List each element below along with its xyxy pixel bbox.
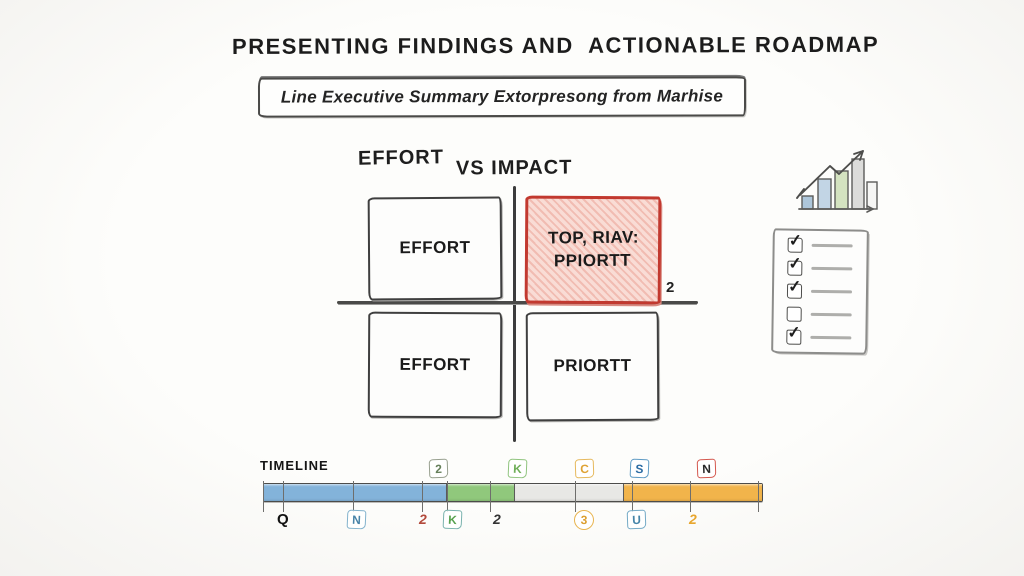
- timeline-marker-below-2-2: 2: [419, 511, 427, 527]
- timeline-marker-below-u-6: U: [626, 509, 647, 530]
- timeline-bar: [263, 483, 763, 502]
- timeline-marker-below-q-0: Q: [277, 511, 289, 528]
- quadrant-label: PRIORTT: [553, 355, 632, 376]
- timeline-tick: [283, 481, 285, 512]
- checked-checkbox-icon: ✓: [787, 255, 802, 276]
- checklist-row: ✓: [786, 324, 865, 346]
- check-mark-icon: ✓: [787, 255, 803, 274]
- growth-chart-bar: [851, 158, 865, 210]
- checked-checkbox-icon: ✓: [786, 278, 802, 299]
- timeline-marker-above-s-3: S: [629, 458, 650, 479]
- timeline-segment-phase-blue: [264, 484, 446, 501]
- subtitle-text: Line Executive Summary Extorpresong from…: [280, 86, 724, 107]
- quadrant-label-line1: TOP, RIAV:: [547, 227, 639, 248]
- checklist-row: ✓: [787, 232, 867, 254]
- timeline-tick: [447, 481, 449, 512]
- check-mark-icon: ✓: [787, 278, 803, 297]
- timeline-marker-above-n-4: N: [696, 458, 717, 479]
- timeline-label: TIMELINE: [260, 458, 329, 473]
- timeline-marker-below-k-3: K: [442, 509, 463, 530]
- checklist-icon: ✓ ✓ ✓ ✓: [771, 228, 869, 355]
- empty-checkbox-icon: [786, 306, 802, 322]
- matrix-annotation: 2: [666, 279, 675, 296]
- quadrant-label: EFFORT: [399, 237, 471, 258]
- quadrant-top-left: EFFORT: [367, 196, 503, 301]
- checked-checkbox-icon: ✓: [787, 232, 803, 253]
- timeline-marker-below-2-7: 2: [689, 511, 697, 527]
- baseline-arrowhead-icon: [866, 205, 874, 213]
- timeline-marker-below-3-5: 3: [573, 509, 595, 531]
- quadrant-top-right-highlighted: TOP, RIAV: PPIORTT: [524, 195, 662, 305]
- quadrant-bottom-left: EFFORT: [367, 311, 503, 419]
- checklist-row: ✓: [786, 278, 866, 300]
- timeline-tick: [263, 481, 265, 512]
- timeline-marker-above-c-2: C: [574, 458, 595, 479]
- timeline-segment-phase-green: [446, 484, 514, 501]
- timeline-marker-above-2-0: 2: [428, 458, 449, 479]
- subtitle-box: Line Executive Summary Extorpresong from…: [257, 76, 747, 118]
- growth-bar-chart-icon: [796, 150, 878, 213]
- timeline-marker-below-n-1: N: [346, 509, 367, 530]
- quadrant-label-line2: PPIORTT: [554, 250, 632, 271]
- timeline-tick: [422, 481, 424, 512]
- timeline-tick: [490, 481, 492, 512]
- check-mark-icon: ✓: [786, 324, 802, 343]
- check-mark-icon: ✓: [788, 232, 803, 251]
- checklist-line: [811, 244, 853, 248]
- matrix-vertical-axis: [513, 186, 516, 442]
- trend-arrowhead-icon: [853, 150, 864, 161]
- quadrant-label: EFFORT: [399, 354, 471, 374]
- checklist-line: [811, 267, 853, 271]
- growth-chart-bar: [866, 181, 878, 210]
- timeline-marker-above-k-1: K: [507, 458, 528, 479]
- timeline-marker-below-2-4: 2: [493, 511, 501, 527]
- checklist-row: ✓: [787, 255, 866, 277]
- checked-checkbox-icon: ✓: [786, 324, 801, 345]
- growth-chart-bar: [817, 178, 832, 210]
- matrix-horizontal-axis: [337, 301, 698, 304]
- matrix-heading-effort: EFFORT: [357, 146, 445, 170]
- growth-chart-bar: [834, 170, 849, 210]
- timeline-tick: [690, 481, 692, 512]
- quadrant-bottom-right: PRIORTT: [525, 311, 660, 422]
- timeline-tick: [632, 481, 634, 512]
- checklist-line: [810, 313, 852, 317]
- timeline-tick: [353, 481, 355, 512]
- timeline-tick: [758, 481, 760, 512]
- timeline-tick: [575, 481, 577, 512]
- checklist-line: [810, 290, 853, 294]
- timeline-segment-phase-orange: [623, 484, 762, 501]
- matrix-heading-vs-impact: VS IMPACT: [455, 156, 573, 180]
- timeline-segment-phase-gray: [514, 484, 623, 501]
- page-title: PRESENTING FINDINGS AND ACTIONABLE ROADM…: [231, 31, 880, 59]
- growth-chart-bar: [801, 195, 814, 210]
- checklist-row: [786, 306, 866, 323]
- trend-arrow-line: [796, 150, 864, 199]
- checklist-line: [810, 336, 852, 340]
